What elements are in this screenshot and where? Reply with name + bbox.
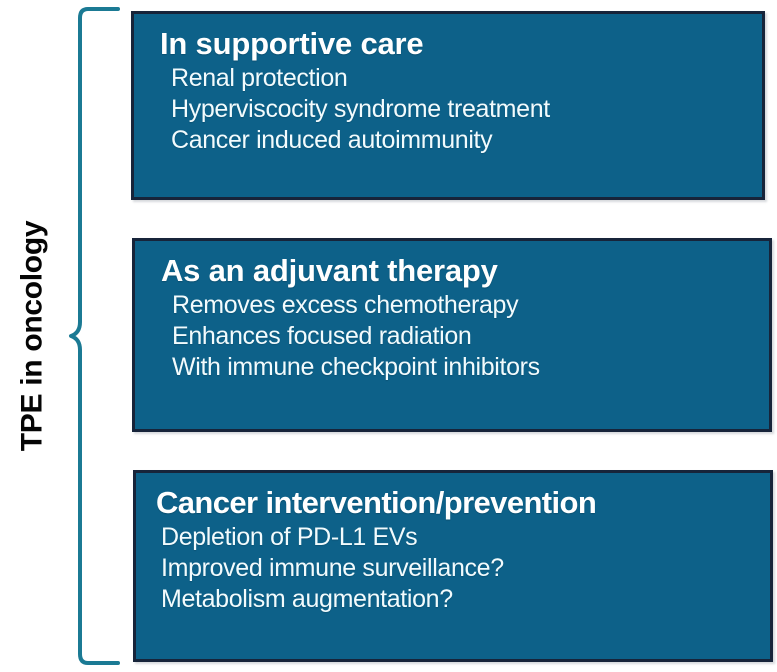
card-as-an-adjuvant-therapy[interactable]: As an adjuvant therapy Removes excess ch… [132, 238, 772, 432]
card-content: Cancer intervention/prevention Depletion… [136, 473, 770, 614]
card-title: As an adjuvant therapy [161, 253, 498, 288]
card-content: In supportive care Renal protection Hype… [134, 14, 762, 155]
vertical-axis-label: TPE in oncology [0, 0, 64, 672]
card-bullet: Renal protection [171, 64, 348, 93]
card-bullet: Metabolism augmentation? [161, 584, 453, 613]
card-content: As an adjuvant therapy Removes excess ch… [135, 241, 769, 382]
card-title: In supportive care [160, 26, 424, 61]
card-in-supportive-care[interactable]: In supportive care Renal protection Hype… [131, 11, 765, 200]
card-cancer-intervention-prevention[interactable]: Cancer intervention/prevention Depletion… [133, 470, 773, 662]
card-bullet: With immune checkpoint inhibitors [172, 352, 540, 381]
card-bullet: Removes excess chemotherapy [172, 291, 519, 320]
left-brace-icon [69, 7, 120, 665]
card-bullet: Enhances focused radiation [172, 321, 472, 350]
card-bullet: Depletion of PD-L1 EVs [161, 523, 418, 552]
vertical-axis-label-text: TPE in oncology [15, 220, 49, 452]
card-bullet: Cancer induced autoimmunity [171, 125, 493, 154]
card-bullet: Hyperviscocity syndrome treatment [171, 94, 550, 123]
card-title: Cancer intervention/prevention [156, 485, 597, 520]
card-bullet: Improved immune surveillance? [161, 553, 504, 582]
